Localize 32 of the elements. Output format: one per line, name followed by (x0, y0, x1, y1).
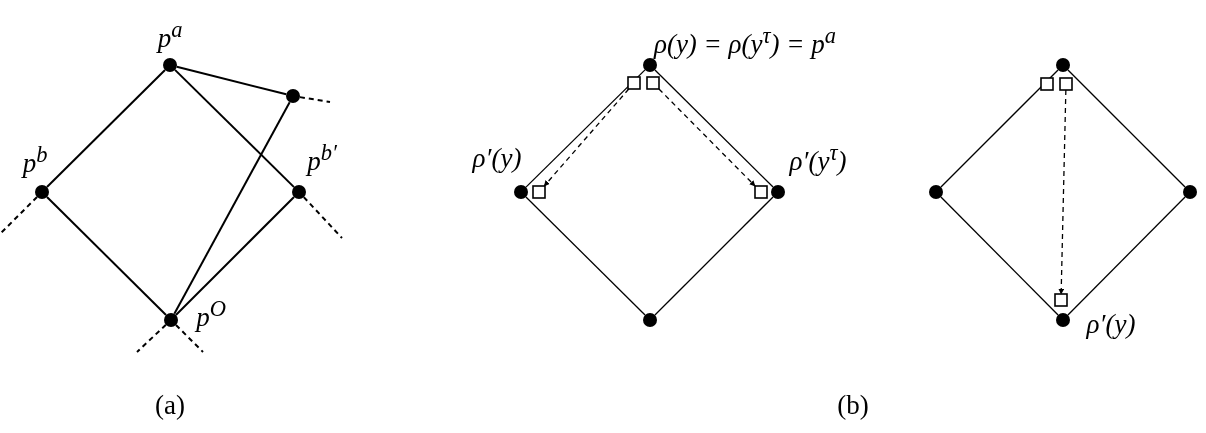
dashed-continuation-line (174, 323, 204, 353)
math-label: ρ′(y$^{τ}$) (789, 141, 847, 175)
edge-line (940, 69, 1059, 188)
math-label: ρ′(y) (1086, 310, 1136, 338)
edge-line (525, 196, 646, 316)
edge-line (654, 69, 774, 188)
edge-line (174, 195, 296, 317)
edge-line (525, 69, 646, 188)
edge-line (45, 68, 167, 189)
math-label: p$^{O}$ (196, 297, 226, 331)
arrow (1058, 89, 1067, 295)
dashed-continuation-line (136, 323, 167, 353)
edge-line (940, 196, 1059, 316)
edge-line (654, 196, 774, 316)
dashed-continuation-line (0, 195, 39, 235)
edge-line (1067, 196, 1186, 316)
dashed-continuation-line (302, 196, 343, 239)
edge-line (45, 195, 168, 317)
arrow (658, 88, 756, 187)
math-label: p$^{a}$ (157, 18, 183, 52)
dashed-continuation-line (298, 96, 331, 103)
panel-label: (a) (155, 389, 185, 421)
edge-line (175, 65, 288, 96)
math-label: p$^{b′}$ (307, 141, 337, 175)
panel-label: (b) (837, 389, 869, 421)
edge-line (174, 68, 295, 189)
math-label: ρ′(y) (472, 144, 522, 172)
edge-line (173, 101, 291, 315)
edge-line (1067, 69, 1186, 188)
arrow (543, 88, 630, 187)
math-label: ρ(y) = ρ(y$^{τ}$) = p$^{a}$ (653, 24, 837, 58)
math-label: p$^{b}$ (22, 143, 48, 177)
